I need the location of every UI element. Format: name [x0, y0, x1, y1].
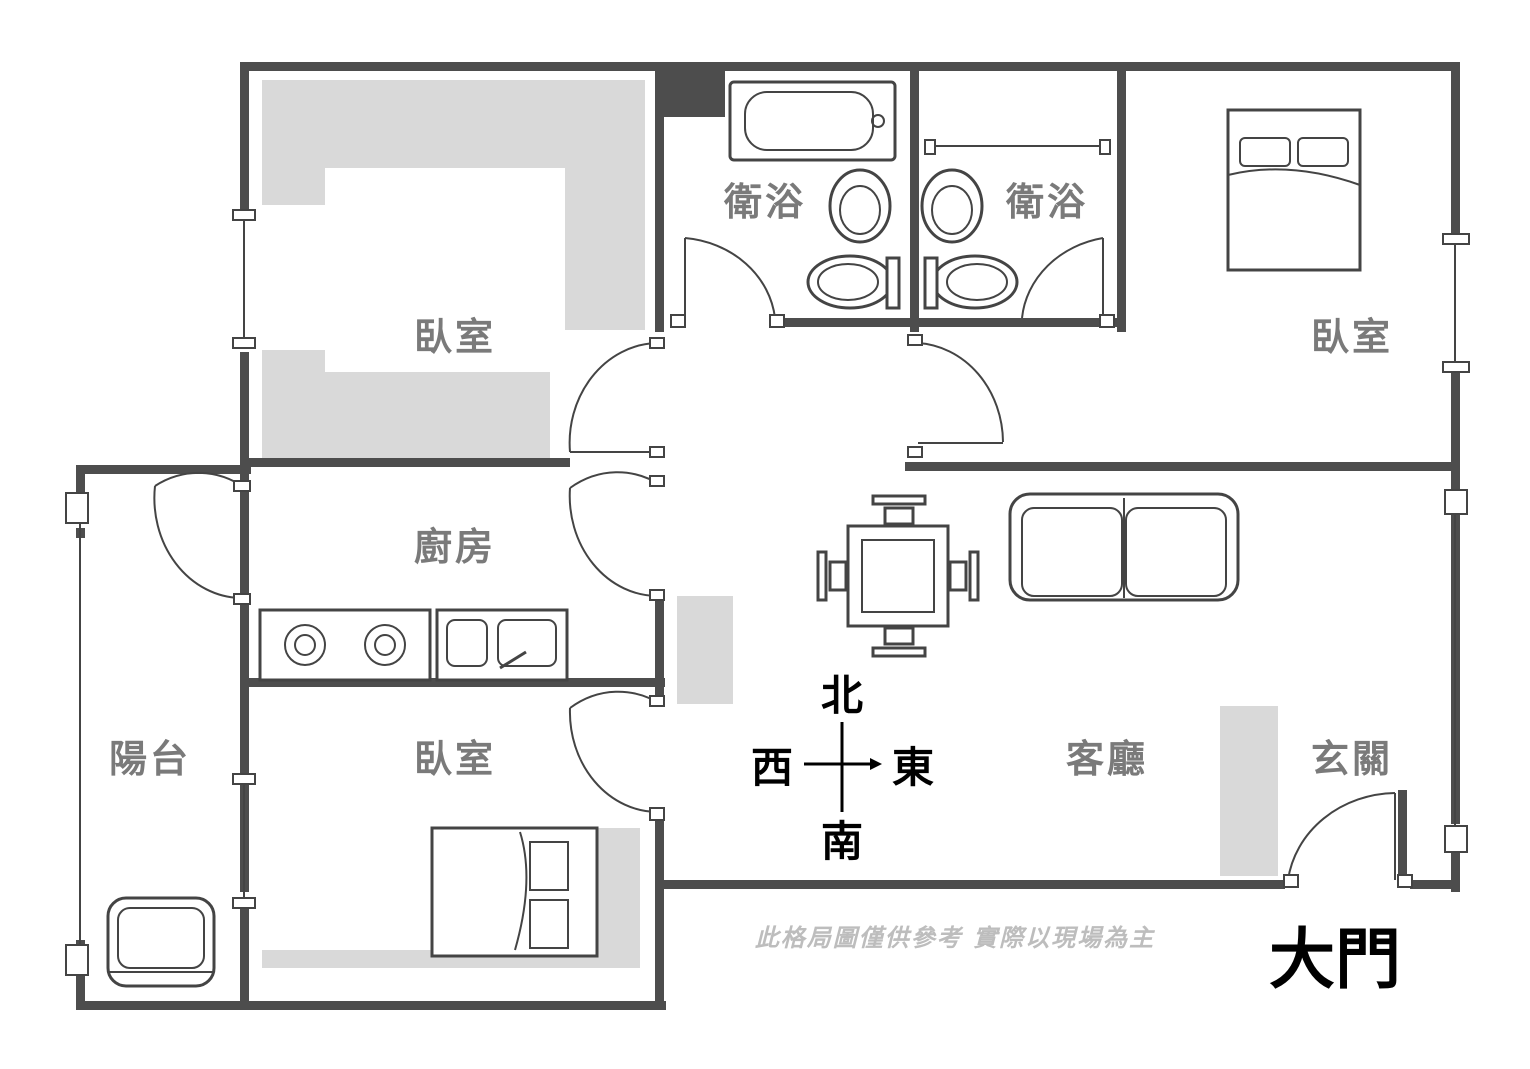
compass: 北 南 西 東 [751, 671, 934, 866]
toilet-icon [806, 254, 1019, 310]
closet-foyer [1220, 706, 1278, 876]
compass-west: 西 [751, 743, 793, 792]
main-door-label: 大門 [1269, 920, 1401, 998]
compass-east: 東 [892, 743, 934, 792]
room-label-living: 客廳 [1066, 737, 1148, 781]
closet-sw-bedroom [262, 828, 640, 968]
room-label-bath-2: 衛浴 [1005, 180, 1088, 224]
walls [76, 62, 1460, 1010]
room-labels: 臥室 衛浴 衛浴 臥室 廚房 陽台 臥室 客廳 玄關 [109, 180, 1393, 781]
windows [65, 209, 1470, 976]
sink-icon [828, 168, 984, 244]
room-label-kitchen: 廚房 [414, 525, 496, 569]
bed-icon [430, 826, 599, 958]
closet-nw-bedroom [262, 80, 645, 330]
room-label-balcony: 陽台 [109, 737, 191, 781]
closet-hall [677, 596, 733, 704]
stove-icon [258, 608, 432, 682]
room-label-bedroom-ne: 臥室 [1311, 315, 1393, 359]
fixtures [106, 80, 1362, 988]
sofa-icon [1008, 492, 1240, 602]
doors [153, 237, 1413, 888]
disclaimer-note: 此格局圖僅供參考 實際以現場為主 [755, 924, 1155, 952]
closet-nw-bedroom-lower [262, 350, 550, 458]
dining-table-icon [816, 494, 980, 658]
room-label-bedroom-nw: 臥室 [414, 315, 496, 359]
room-label-foyer: 玄關 [1311, 737, 1393, 781]
compass-arrow-icon [870, 758, 882, 770]
closets [262, 80, 1278, 968]
room-label-bedroom-sw: 臥室 [414, 737, 496, 781]
bed-icon [1226, 108, 1362, 272]
bathtub-icon [728, 80, 897, 162]
compass-south: 南 [821, 817, 863, 866]
compass-north: 北 [821, 671, 863, 720]
shower-rail-icon [924, 139, 1111, 155]
kitchen-sink-icon [435, 608, 569, 682]
washing-machine-icon [106, 896, 216, 988]
room-label-bath-1: 衛浴 [723, 180, 806, 224]
